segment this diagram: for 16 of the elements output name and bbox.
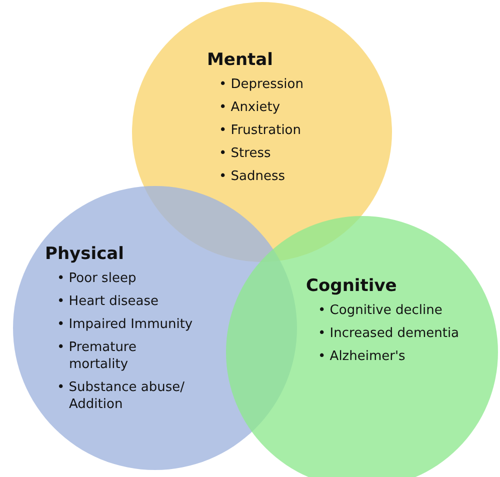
bullet-item: • Impaired Immunity <box>57 316 194 333</box>
circle-heading: Mental <box>207 50 273 70</box>
circle-heading: Physical <box>45 244 124 264</box>
bullet-item: • Premature mortality <box>57 339 138 373</box>
bullet-item: • Poor sleep <box>57 270 138 287</box>
bullet-item: • Frustration <box>219 122 302 139</box>
bullet-item: • Anxiety <box>219 99 282 116</box>
bullet-item: • Cognitive decline <box>318 302 444 319</box>
bullet-item: • Alzheimer's <box>318 348 406 365</box>
bullet-item: • Substance abuse/ Addition <box>57 379 186 413</box>
bullet-item: • Depression <box>219 76 304 93</box>
circle-heading: Cognitive <box>306 276 397 296</box>
bullet-item: • Increased dementia <box>318 325 460 342</box>
bullet-item: • Heart disease <box>57 293 160 310</box>
bullet-item: • Stress <box>219 145 272 162</box>
bullet-item: • Sadness <box>219 168 286 185</box>
